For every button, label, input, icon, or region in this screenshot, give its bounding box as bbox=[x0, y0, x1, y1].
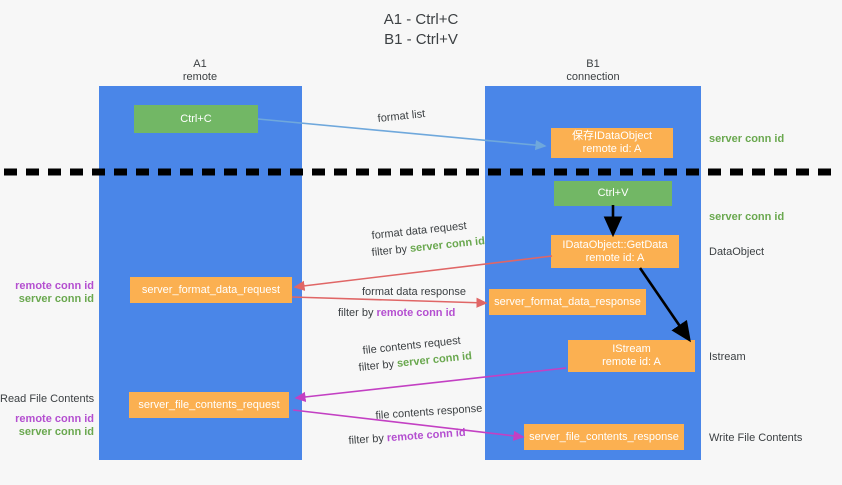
annotation-server-conn-id-1: server conn id bbox=[18, 293, 94, 305]
node-idataobject-getdata-sublabel: remote id: A bbox=[585, 251, 645, 264]
annotation-server-conn-id-top: server conn id bbox=[709, 133, 785, 145]
node-server-format-data-request[interactable]: server_format_data_request bbox=[130, 277, 292, 303]
edge-label-format-data-response: format data response bbox=[362, 286, 466, 298]
lane-b1-name: B1 bbox=[586, 58, 600, 70]
node-ctrl-v[interactable]: Ctrl+V bbox=[554, 181, 672, 206]
lane-header-a1: A1 remote bbox=[120, 58, 280, 84]
arrow-getdata-to-istream bbox=[638, 267, 691, 343]
node-server-format-data-response[interactable]: server_format_data_response bbox=[489, 289, 646, 315]
node-server-format-data-response-label: server_format_data_response bbox=[494, 295, 641, 308]
node-ctrl-c[interactable]: Ctrl+C bbox=[134, 105, 258, 133]
filter-key-remote-1: remote conn id bbox=[376, 307, 456, 319]
annotation-read-file-contents: Read File Contents bbox=[0, 393, 95, 405]
arrow-file-contents-response bbox=[292, 409, 525, 441]
filter-prefix-2: filter by bbox=[338, 307, 377, 319]
lane-b1-subtitle: connection bbox=[566, 71, 620, 83]
lane-a1-name: A1 bbox=[193, 58, 207, 70]
annotation-dataobject: DataObject bbox=[709, 246, 765, 258]
node-istream-label: IStream bbox=[612, 343, 651, 355]
arrow-format-list bbox=[257, 118, 547, 151]
node-ctrl-c-label: Ctrl+C bbox=[180, 112, 212, 125]
node-server-file-contents-response[interactable]: server_file_contents_response bbox=[524, 424, 684, 450]
node-idataobject-getdata[interactable]: IDataObject::GetData remote id: A bbox=[551, 235, 679, 268]
title-line-1: A1 - Ctrl+C bbox=[383, 11, 459, 28]
filter-label-remote-1: filter by remote conn id bbox=[338, 306, 455, 320]
arrow-file-contents-request bbox=[294, 367, 567, 403]
node-server-file-contents-request-label: server_file_contents_request bbox=[138, 398, 280, 411]
lane-a1-subtitle: remote bbox=[182, 71, 218, 83]
node-server-file-contents-response-label: server_file_contents_response bbox=[529, 430, 679, 443]
node-ctrl-v-label: Ctrl+V bbox=[597, 187, 629, 199]
title-line-2: B1 - Ctrl+V bbox=[384, 31, 458, 48]
arrow-format-data-request bbox=[293, 255, 553, 291]
arrow-format-data-response bbox=[291, 296, 488, 308]
node-istream[interactable]: IStream remote id: A bbox=[568, 340, 695, 372]
node-istream-sublabel: remote id: A bbox=[602, 356, 661, 368]
node-server-format-data-request-label: server_format_data_request bbox=[141, 283, 281, 296]
page-title: A1 - Ctrl+C B1 - Ctrl+V bbox=[0, 10, 842, 50]
node-idataobject-label: 保存IDataObject bbox=[571, 130, 653, 142]
node-idataobject[interactable]: 保存IDataObject remote id: A bbox=[551, 128, 673, 158]
annotation-remote-conn-id-2: remote conn id bbox=[15, 413, 94, 425]
annotation-remote-conn-id-1: remote conn id bbox=[15, 280, 94, 292]
node-server-file-contents-request[interactable]: server_file_contents_request bbox=[129, 392, 289, 418]
annotation-server-conn-id-second: server conn id bbox=[709, 211, 785, 223]
node-idataobject-sublabel: remote id: A bbox=[582, 143, 642, 155]
annotation-istream: Istream bbox=[709, 351, 746, 363]
node-idataobject-getdata-label: IDataObject::GetData bbox=[562, 238, 668, 251]
lane-header-b1: B1 connection bbox=[513, 58, 673, 84]
annotation-server-conn-id-2: server conn id bbox=[18, 426, 94, 438]
dashed-separator bbox=[4, 168, 838, 176]
annotation-write-file-contents: Write File Contents bbox=[709, 432, 803, 444]
